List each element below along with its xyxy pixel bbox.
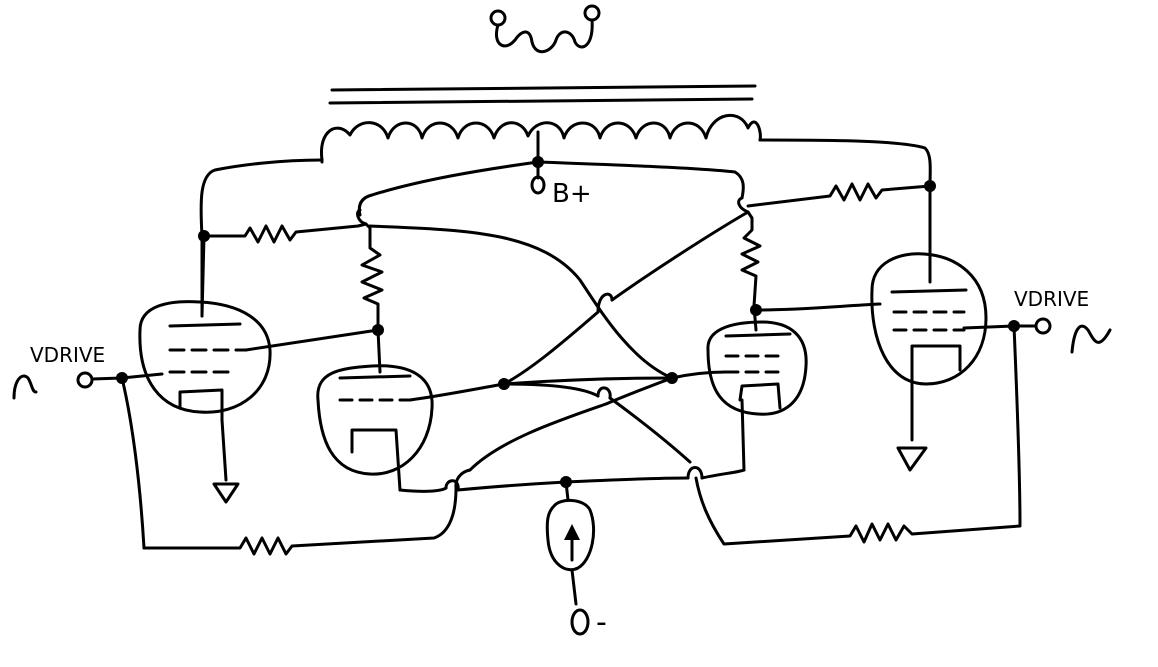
left-vdrive-input: VDRIVE [12,343,164,550]
right-output-tube [870,184,988,472]
vdrive-right-label: VDRIVE [1014,287,1089,311]
left-output-plate-lead [200,234,206,318]
right-driver-grid-lead [666,370,728,384]
transformer-secondary-coil [489,4,601,54]
transformer-core [328,84,757,105]
transformer-primary-coil [320,113,762,164]
right-output-grid-lead [754,302,882,312]
right-vdrive-input: VDRIVE [962,287,1112,354]
right-driver-tube [706,304,808,472]
left-driver-grid-lead [408,376,674,402]
bottom-right-resistor [694,324,1022,546]
left-driver-tube [316,328,434,492]
top-right-feedback-resistor [746,180,936,208]
cathode-bus [398,466,746,493]
bottom-left-resistor [142,486,458,556]
b-plus-terminal: B+ [530,156,592,209]
minus-label: - [596,605,607,640]
top-left-feedback-resistor [198,222,368,244]
current-source: - [545,480,607,640]
left-output-tube [138,234,272,504]
cross-coupling-wires [368,210,750,386]
b-plus-rail [357,160,745,217]
vdrive-left-label: VDRIVE [30,343,105,367]
cathode-cross-wires [454,376,692,490]
b-plus-label: B+ [552,179,592,209]
